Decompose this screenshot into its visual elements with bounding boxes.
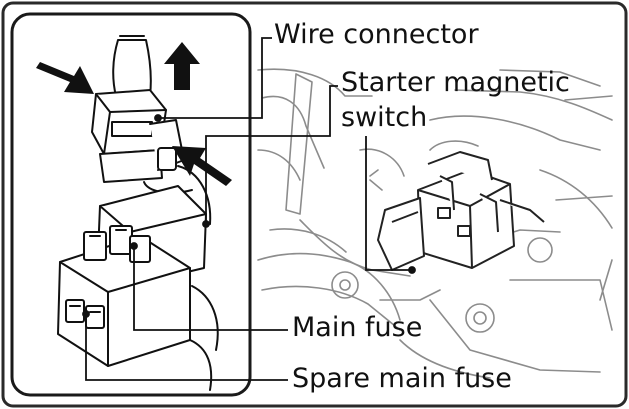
pull-arrow-icon — [164, 42, 200, 90]
push-arrow-icon-lower — [172, 146, 232, 186]
leader-main-fuse — [133, 246, 288, 331]
label-main-fuse: Main fuse — [292, 312, 423, 343]
label-starter-magnetic-line2: switch — [341, 102, 428, 133]
leader-spare-main-fuse — [85, 314, 288, 381]
label-spare-main-fuse: Spare main fuse — [292, 363, 512, 394]
leader-wire-connector — [158, 37, 272, 119]
leader-starter-to-switch — [365, 136, 412, 271]
leader-starter-to-inset — [205, 85, 338, 224]
push-arrow-icon — [36, 62, 94, 94]
starter-magnetic-switch-drawing — [377, 151, 545, 271]
label-starter-magnetic-line1: Starter magnetic — [341, 67, 570, 98]
leader-lines — [82, 37, 416, 381]
label-wire-connector: Wire connector — [274, 19, 479, 50]
inset-detail — [10, 12, 252, 397]
